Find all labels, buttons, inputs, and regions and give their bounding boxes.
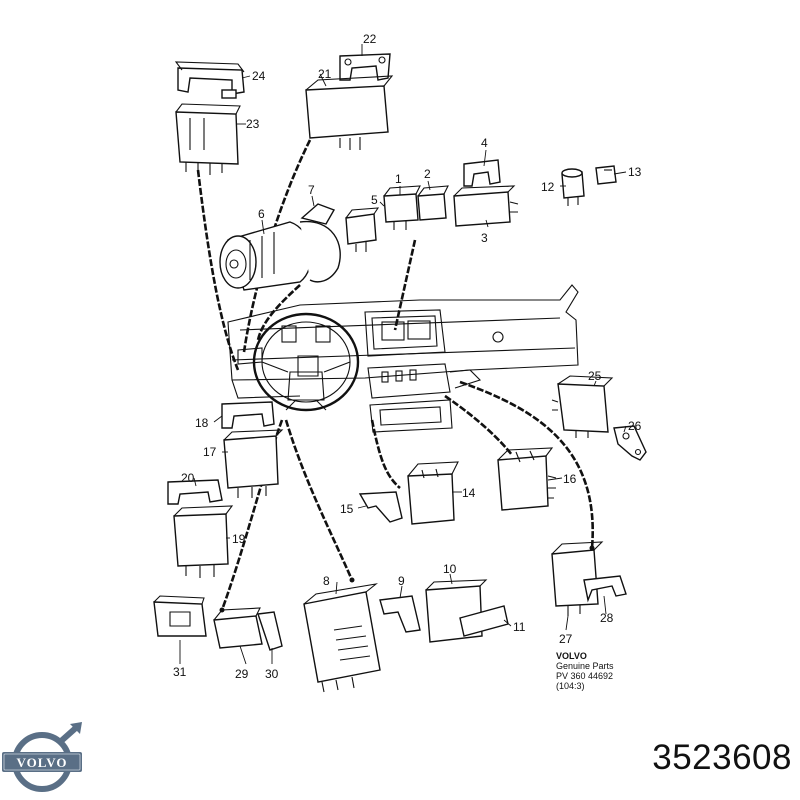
relay-19 xyxy=(173,505,234,578)
dashboard-outline xyxy=(227,284,579,433)
callout-12: 12 xyxy=(541,180,555,194)
bracket-18 xyxy=(221,401,275,429)
bracket-30 xyxy=(257,611,283,651)
relay-1 xyxy=(383,185,421,230)
callout-29: 29 xyxy=(235,667,249,681)
callout-18: 18 xyxy=(195,416,209,430)
clip-7 xyxy=(300,203,336,225)
callout-26: 26 xyxy=(628,419,642,433)
callout-20: 20 xyxy=(181,471,195,485)
callout-22: 22 xyxy=(363,32,377,46)
callout-7: 7 xyxy=(308,183,315,197)
motor-6 xyxy=(219,220,341,291)
bracket-22 xyxy=(339,53,391,81)
callout-10: 10 xyxy=(443,562,457,576)
relay-8 xyxy=(303,583,381,693)
callout-23: 23 xyxy=(246,117,260,131)
relay-16 xyxy=(497,447,557,511)
relay-31 xyxy=(153,595,207,637)
logo-wordmark: VOLVO xyxy=(17,755,68,770)
callout-15: 15 xyxy=(340,502,354,516)
relay-23 xyxy=(175,103,241,175)
caption-brand: VOLVO xyxy=(556,651,587,661)
callout-5: 5 xyxy=(371,193,378,207)
steering-wheel xyxy=(252,312,360,412)
bracket-4 xyxy=(463,159,501,187)
callout-11: 11 xyxy=(513,620,526,634)
relay-21 xyxy=(305,75,394,150)
bracket-28 xyxy=(583,575,627,603)
callout-24: 24 xyxy=(252,69,266,83)
callout-13: 13 xyxy=(628,165,642,179)
bracket-24 xyxy=(174,61,245,99)
callout-30: 30 xyxy=(265,667,279,681)
part-number: 3523608 xyxy=(652,738,792,777)
genuine-parts-caption: VOLVO Genuine Parts PV 360 44692 (104:3) xyxy=(556,651,614,691)
caption-genuine: Genuine Parts xyxy=(556,661,614,671)
callout-16: 16 xyxy=(563,472,577,486)
relay-5 xyxy=(345,207,380,252)
callout-8: 8 xyxy=(323,574,330,588)
part-number-labels: 1 2 3 4 5 6 7 8 9 10 11 12 13 14 15 16 1… xyxy=(173,32,642,681)
relay-3 xyxy=(453,185,519,227)
bracket-15 xyxy=(358,491,403,523)
relay-12 xyxy=(561,168,585,206)
relay-14 xyxy=(407,461,459,525)
relay-2 xyxy=(417,185,449,221)
bracket-9 xyxy=(379,595,421,633)
clip-13 xyxy=(595,165,617,185)
leader-lines xyxy=(179,44,627,665)
callout-17: 17 xyxy=(203,445,217,459)
callout-19: 19 xyxy=(232,532,246,546)
bracket-20 xyxy=(167,479,223,505)
callout-9: 9 xyxy=(398,574,405,588)
callout-21: 21 xyxy=(318,67,332,81)
callout-31: 31 xyxy=(173,665,187,679)
bracket-26 xyxy=(613,425,647,461)
callout-25: 25 xyxy=(588,369,602,383)
callout-3: 3 xyxy=(481,231,488,245)
callout-2: 2 xyxy=(424,167,431,181)
callout-4: 4 xyxy=(481,136,488,150)
relay-29 xyxy=(213,607,263,649)
callout-6: 6 xyxy=(258,207,265,221)
volvo-logo: VOLVO xyxy=(2,722,82,792)
caption-ref: (104:3) xyxy=(556,681,585,691)
caption-code: PV 360 44692 xyxy=(556,671,613,681)
relay-17 xyxy=(223,429,284,498)
callout-27: 27 xyxy=(559,632,573,646)
callout-1: 1 xyxy=(395,172,402,186)
callout-28: 28 xyxy=(600,611,614,625)
relay-25 xyxy=(551,375,614,438)
callout-14: 14 xyxy=(462,486,476,500)
